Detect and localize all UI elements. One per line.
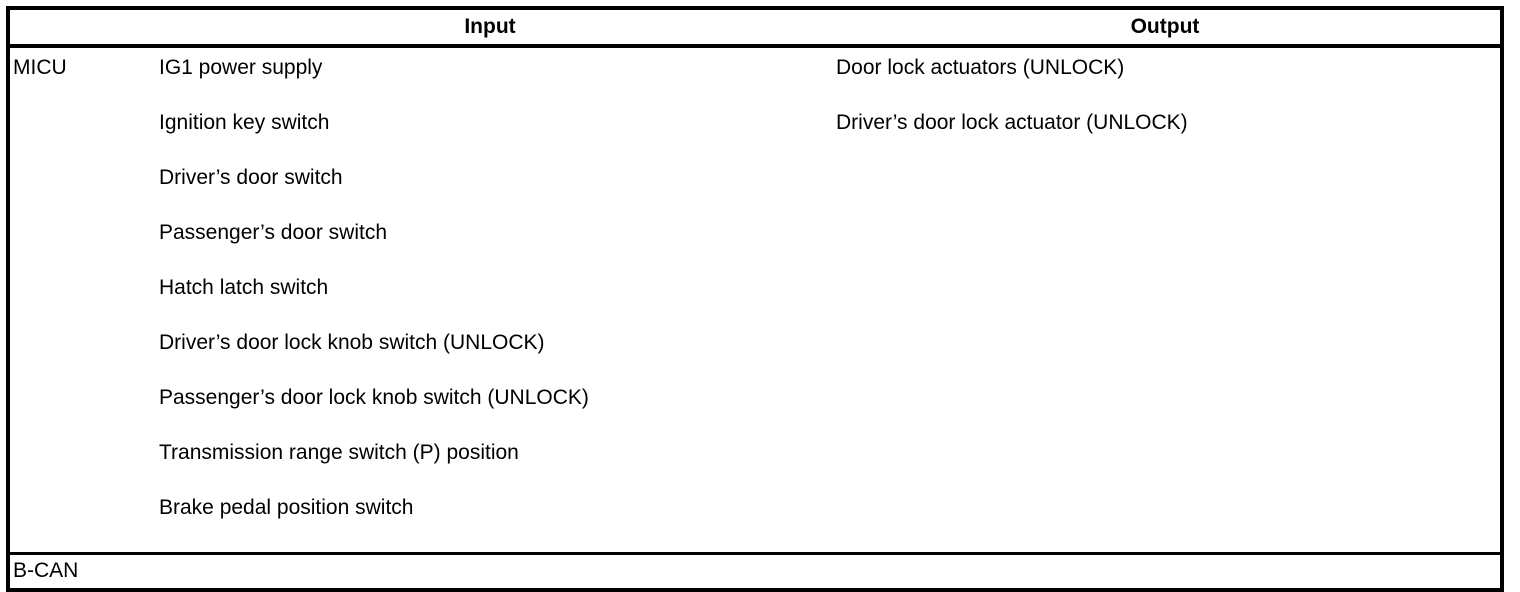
input-output-table: Input Output MICU IG1 power supply Ignit… bbox=[6, 6, 1504, 592]
page-canvas: Input Output MICU IG1 power supply Ignit… bbox=[6, 6, 1504, 592]
list-item: IG1 power supply bbox=[159, 56, 323, 79]
row-input-cell-micu: IG1 power supply Ignition key switch Dri… bbox=[150, 46, 830, 555]
table-header-row: Input Output bbox=[8, 8, 1502, 48]
row-output-cell-bcan bbox=[830, 553, 1502, 590]
header-cell-module bbox=[8, 8, 150, 48]
output-empty-bcan bbox=[830, 555, 1500, 588]
list-item: Passenger’s door lock knob switch (UNLOC… bbox=[159, 386, 589, 409]
table-row: B-CAN bbox=[8, 553, 1502, 590]
row-output-cell-micu: Door lock actuators (UNLOCK) Driver’s do… bbox=[830, 46, 1502, 555]
table-row: MICU IG1 power supply Ignition key switc… bbox=[8, 46, 1502, 555]
column-header-output: Output bbox=[1130, 15, 1200, 38]
row-input-cell-bcan bbox=[150, 553, 830, 590]
row-module-cell-micu: MICU bbox=[8, 46, 150, 555]
list-item: Driver’s door lock knob switch (UNLOCK) bbox=[159, 331, 545, 354]
header-module-blank bbox=[10, 10, 150, 44]
list-item: Driver’s door lock actuator (UNLOCK) bbox=[836, 111, 1188, 134]
list-item: Driver’s door switch bbox=[159, 166, 343, 189]
module-label-micu: MICU bbox=[13, 56, 67, 79]
header-cell-output: Output bbox=[830, 8, 1502, 48]
input-item-list-micu: IG1 power supply Ignition key switch Dri… bbox=[150, 48, 830, 552]
input-empty-bcan bbox=[150, 555, 830, 588]
header-cell-input: Input bbox=[150, 8, 830, 48]
list-item: Transmission range switch (P) position bbox=[159, 441, 519, 464]
list-item: Hatch latch switch bbox=[159, 276, 329, 299]
row-module-cell-bcan: B-CAN bbox=[8, 553, 150, 590]
list-item: Brake pedal position switch bbox=[159, 496, 414, 519]
list-item: Door lock actuators (UNLOCK) bbox=[836, 56, 1125, 79]
list-item: Passenger’s door switch bbox=[159, 221, 388, 244]
column-header-input: Input bbox=[464, 15, 516, 38]
module-label-bcan: B-CAN bbox=[13, 559, 79, 582]
list-item: Ignition key switch bbox=[159, 111, 330, 134]
output-item-list-micu: Door lock actuators (UNLOCK) Driver’s do… bbox=[830, 48, 1500, 167]
